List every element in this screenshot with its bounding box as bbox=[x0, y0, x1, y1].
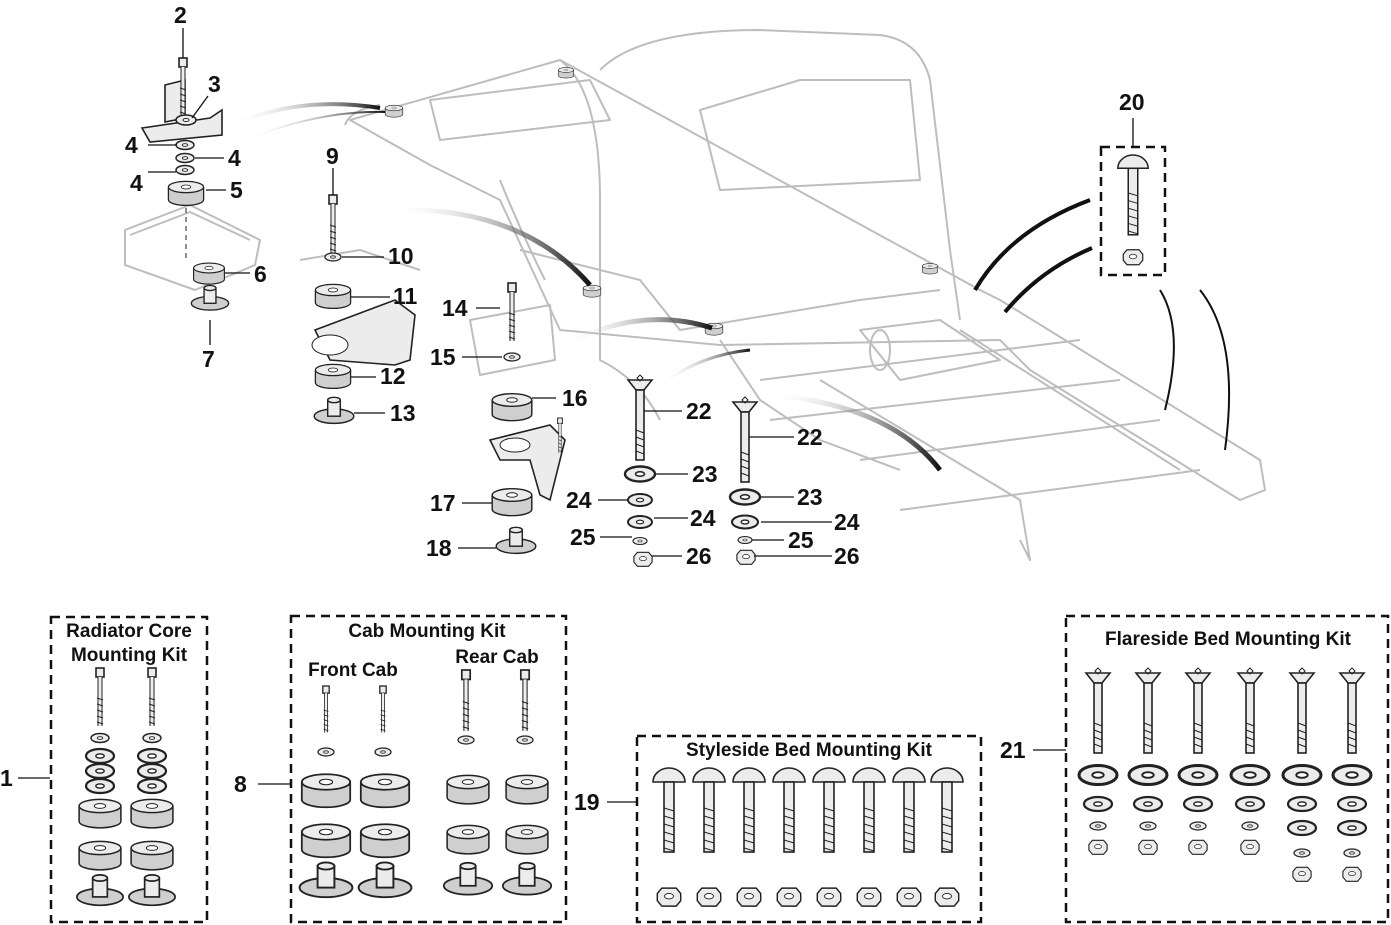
cab-mounting-kit: Cab Mounting Kit Front Cab Rear Cab bbox=[289, 614, 568, 924]
callout-5: 5 bbox=[230, 177, 243, 203]
callout-12: 12 bbox=[380, 363, 406, 389]
radiator-kit-title-line1: Radiator Core bbox=[66, 621, 192, 642]
bed-mount-stack-right bbox=[728, 396, 762, 565]
cab-kit-title: Cab Mounting Kit bbox=[348, 621, 506, 642]
callout-23a: 23 bbox=[692, 461, 718, 487]
callout-19: 19 bbox=[574, 789, 600, 815]
callout-16: 16 bbox=[562, 385, 588, 411]
callout-26a: 26 bbox=[686, 543, 712, 569]
callout-8: 8 bbox=[234, 771, 247, 797]
styleside-kit-title: Styleside Bed Mounting Kit bbox=[686, 740, 933, 761]
callout-26b: 26 bbox=[834, 543, 860, 569]
callout-4c: 4 bbox=[130, 170, 143, 196]
callout-21: 21 bbox=[1000, 737, 1026, 763]
callout-14: 14 bbox=[442, 295, 468, 321]
callout-2: 2 bbox=[174, 2, 187, 28]
callout-25a: 25 bbox=[570, 524, 596, 550]
callout-10: 10 bbox=[388, 243, 414, 269]
callout-4a: 4 bbox=[125, 132, 138, 158]
callout-18: 18 bbox=[426, 535, 452, 561]
connector-swooshes bbox=[231, 102, 1231, 472]
callout-15: 15 bbox=[430, 344, 456, 370]
callout-25b: 25 bbox=[788, 527, 814, 553]
styleside-bed-mounting-kit: Styleside Bed Mounting Kit bbox=[635, 734, 983, 924]
callout-1: 1 bbox=[0, 765, 13, 791]
carriage-bolt-detail bbox=[1117, 154, 1149, 236]
front-cab-mount-assembly bbox=[299, 195, 421, 425]
callout-11: 11 bbox=[393, 283, 418, 309]
frame-mount-bushings bbox=[384, 67, 938, 336]
callout-4b: 4 bbox=[228, 145, 241, 171]
rear-cab-mount-assembly bbox=[469, 283, 566, 555]
callout-22a: 22 bbox=[686, 398, 712, 424]
callout-24a: 24 bbox=[566, 487, 592, 513]
callout-24b: 24 bbox=[690, 505, 716, 531]
flareside-kit-title: Flareside Bed Mounting Kit bbox=[1105, 629, 1352, 650]
callout-17: 17 bbox=[430, 490, 456, 516]
callout-6: 6 bbox=[254, 261, 267, 287]
callout-7: 7 bbox=[202, 346, 215, 372]
radiator-core-mounting-kit: Radiator Core Mounting Kit bbox=[49, 615, 209, 924]
flareside-bed-mounting-kit: Flareside Bed Mounting Kit bbox=[1064, 614, 1390, 924]
callouts: 2 3 4 4 4 5 6 7 9 10 11 12 13 14 15 16 1… bbox=[0, 2, 1145, 815]
callout-13: 13 bbox=[390, 400, 416, 426]
radiator-kit-title-line2: Mounting Kit bbox=[71, 645, 188, 666]
callout-leaders bbox=[18, 28, 1134, 803]
callout-24c: 24 bbox=[834, 509, 860, 535]
callout-3: 3 bbox=[208, 71, 221, 97]
callout-23b: 23 bbox=[797, 484, 823, 510]
truck-frame-outline bbox=[344, 29, 1266, 561]
callout-9: 9 bbox=[326, 143, 339, 169]
hexnut-detail bbox=[1122, 249, 1144, 266]
callout-20: 20 bbox=[1119, 89, 1145, 115]
callout-22b: 22 bbox=[797, 424, 823, 450]
cab-kit-front-label: Front Cab bbox=[308, 660, 398, 681]
radiator-mount-assembly bbox=[124, 58, 261, 311]
cab-kit-rear-label: Rear Cab bbox=[455, 647, 538, 668]
